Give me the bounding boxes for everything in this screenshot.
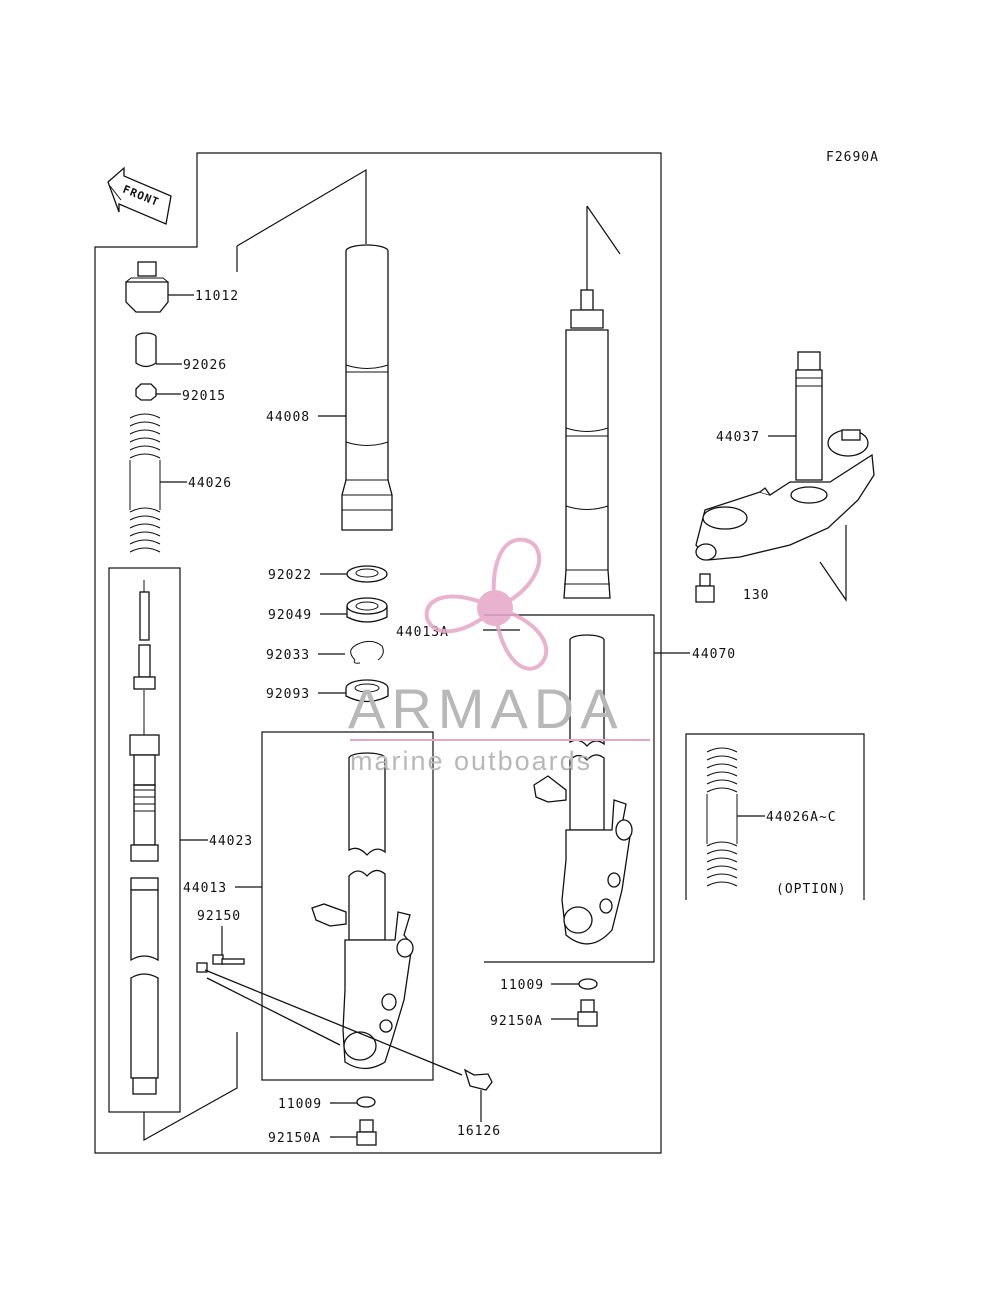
part-44023-damper-rod	[129, 580, 160, 1095]
part-44026A-C-spring	[706, 747, 738, 887]
label-44026: 44026	[188, 476, 232, 491]
part-44037-steering-stem	[695, 351, 875, 561]
guide-line	[819, 525, 847, 602]
box-44013A	[484, 614, 655, 963]
part-92033-circlip	[350, 640, 384, 664]
label-44037: 44037	[716, 430, 760, 445]
label-11009-lower: 11009	[278, 1097, 322, 1112]
label-92150A-lower: 92150A	[268, 1131, 321, 1146]
part-11012-top-plug	[125, 261, 169, 313]
label-44008: 44008	[266, 410, 310, 425]
label-option: (OPTION)	[776, 882, 847, 897]
part-11009-washer-right	[578, 978, 598, 990]
label-92022: 92022	[268, 568, 312, 583]
part-92150A-bolt-right	[577, 999, 598, 1027]
watermark-subtitle: marine outboards	[350, 746, 592, 776]
figure-code: F2690A	[826, 150, 879, 165]
label-92049: 92049	[268, 608, 312, 623]
label-16126: 16126	[457, 1124, 501, 1139]
label-11012: 11012	[195, 289, 239, 304]
part-44013-inner-tube	[311, 752, 414, 1070]
label-44023: 44023	[209, 834, 253, 849]
guide-line	[236, 168, 367, 247]
part-130-bolt	[695, 573, 715, 603]
watermark-logo-icon	[424, 537, 549, 671]
part-92015-nut	[135, 383, 157, 401]
part-44070-fork-assembly	[563, 289, 611, 599]
part-44008-outer-tube	[341, 244, 393, 531]
label-44013: 44013	[183, 881, 227, 896]
label-92150: 92150	[197, 909, 241, 924]
part-11009-washer	[356, 1096, 376, 1108]
part-92093-seal	[345, 679, 389, 703]
label-92093: 92093	[266, 687, 310, 702]
label-44026A-C: 44026A~C	[766, 810, 837, 825]
part-92150A-bolt	[356, 1119, 377, 1146]
label-130: 130	[743, 588, 769, 603]
guide-line	[143, 1032, 238, 1142]
part-44026-spring	[129, 413, 161, 553]
part-92026-collar	[135, 332, 157, 368]
label-44070: 44070	[692, 647, 736, 662]
box-option	[685, 733, 865, 900]
part-92150-bolts	[196, 954, 463, 1076]
label-92015: 92015	[182, 389, 226, 404]
part-44013A-inner-tube	[533, 634, 633, 945]
label-92026: 92026	[183, 358, 227, 373]
part-16126-bolt	[463, 1068, 493, 1091]
box-44013	[261, 731, 434, 1081]
label-92033: 92033	[266, 648, 310, 663]
label-92150A-right: 92150A	[490, 1014, 543, 1029]
part-92022-dust-seal	[346, 565, 388, 583]
part-92049-oil-seal	[346, 597, 388, 623]
watermark-title: ARMADA	[348, 677, 624, 740]
main-frame	[94, 152, 662, 1154]
front-arrow-icon: FRONT	[107, 166, 172, 225]
guide-line	[586, 205, 621, 290]
label-11009-right: 11009	[500, 978, 544, 993]
